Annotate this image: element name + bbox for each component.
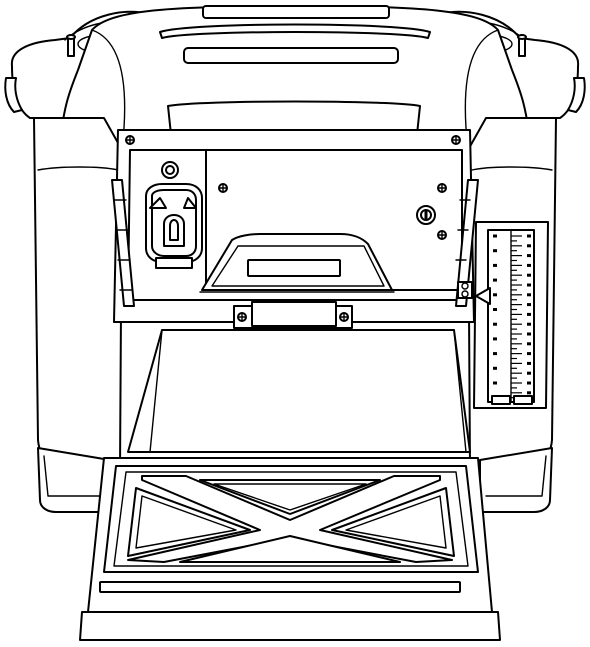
scale-mark [493, 293, 497, 297]
scale-ticks [493, 234, 531, 400]
scale-mark [493, 366, 497, 370]
scale-mark [493, 337, 497, 341]
plate-screws [125, 135, 461, 240]
scale-mark [527, 381, 531, 385]
scale-mark [527, 273, 531, 277]
scale-mark [527, 361, 531, 365]
scale-mark [527, 263, 531, 267]
scale-mark [527, 312, 531, 316]
scale-mark [527, 342, 531, 346]
power-switch [145, 183, 203, 269]
top-housing [4, 5, 586, 151]
scale-mark [527, 283, 531, 287]
scale-mark [493, 308, 497, 311]
cutter-head-assembly [111, 129, 479, 329]
scale-mark [527, 293, 531, 297]
extension-tray [79, 457, 501, 641]
scale-mark [493, 234, 497, 238]
scale-mark [493, 278, 497, 282]
scale-mark [493, 352, 497, 356]
scale-mark [527, 254, 531, 258]
scale-mark [527, 303, 531, 307]
scale-mark [527, 371, 531, 375]
scale-mark [527, 332, 531, 336]
scale-mark [493, 381, 497, 385]
infeed-table [127, 329, 471, 453]
scale-mark [493, 263, 497, 267]
depth-scale [473, 221, 549, 409]
scale-mark [527, 244, 531, 248]
scale-mark [527, 322, 531, 326]
scale-mark [527, 352, 531, 356]
scale-mark [493, 249, 497, 253]
scale-mark [493, 322, 497, 326]
scale-mark [527, 234, 531, 238]
scale-mark [527, 391, 531, 395]
